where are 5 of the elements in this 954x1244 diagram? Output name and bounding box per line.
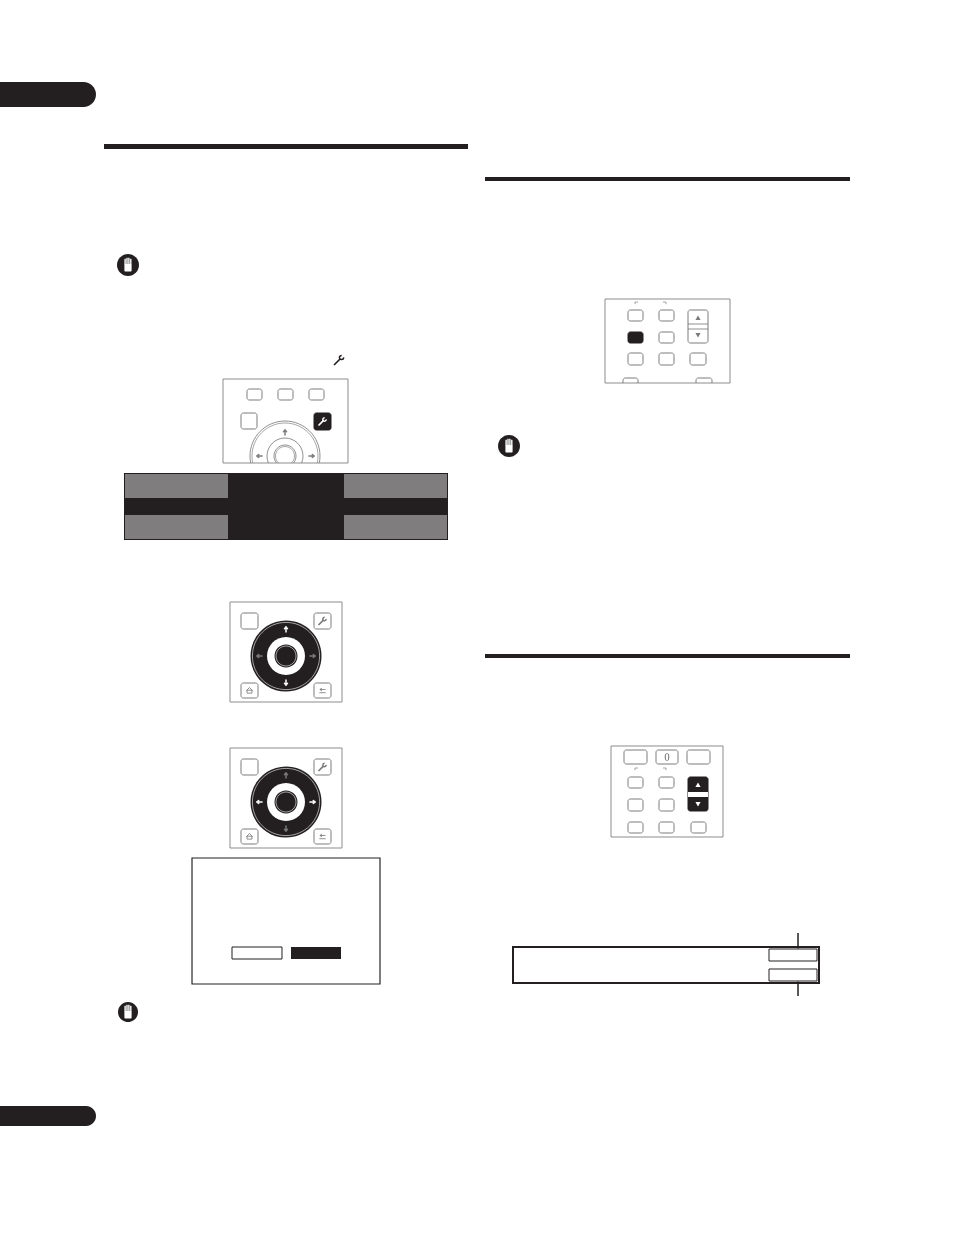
display-field bbox=[768, 948, 818, 962]
remote-button: 0 bbox=[655, 749, 679, 765]
display-field bbox=[768, 968, 818, 982]
leader-line bbox=[797, 980, 799, 997]
leader-line bbox=[797, 932, 799, 950]
